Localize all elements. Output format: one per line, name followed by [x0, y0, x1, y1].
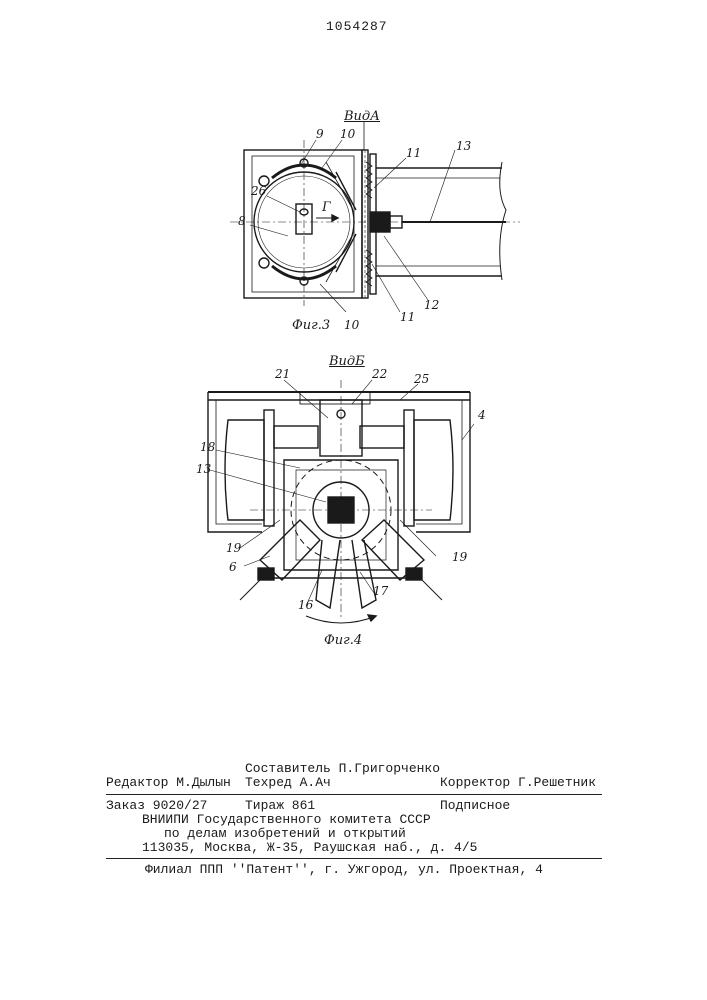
- imprint-address: 113035, Москва, Ж-35, Раушская наб., д. …: [142, 840, 477, 855]
- imprint-institute: ВНИИПИ Государственного комитета СССР: [142, 812, 431, 827]
- fig4-label-22: 22: [372, 367, 387, 381]
- imprint-subscription: Подписное: [440, 798, 510, 813]
- imprint-circulation: Тираж 861: [245, 798, 315, 813]
- imprint-corrector: Корректор Г.Решетник: [440, 775, 596, 790]
- fig4-label-19: 19: [226, 541, 241, 555]
- fig4-label-6: 6: [229, 560, 237, 574]
- fig4-label-17: 17: [373, 584, 388, 598]
- imprint-committee: по делам изобретений и открытий: [164, 826, 406, 841]
- imprint-compiler: Составитель П.Григорченко: [245, 761, 440, 776]
- fig4-label-25: 25: [414, 372, 429, 386]
- imprint-techred: Техред А.Ач: [245, 775, 331, 790]
- imprint-order: Заказ 9020/27: [106, 798, 207, 813]
- fig4-label-19b: 19: [452, 550, 467, 564]
- imprint-rule-bottom: [106, 858, 602, 859]
- imprint-branch: Филиал ППП ''Патент'', г. Ужгород, ул. П…: [145, 862, 543, 877]
- fig4-label-4: 4: [478, 408, 486, 422]
- fig4-label-16: 16: [298, 598, 313, 612]
- fig4-label-13: 13: [196, 462, 211, 476]
- fig4-caption: Фиг.4: [324, 633, 362, 648]
- fig4-label-18: 18: [200, 440, 215, 454]
- fig4-label-21: 21: [275, 367, 290, 381]
- imprint-rule-top: [106, 794, 602, 795]
- imprint-editor: Редактор М.Дылын: [106, 775, 231, 790]
